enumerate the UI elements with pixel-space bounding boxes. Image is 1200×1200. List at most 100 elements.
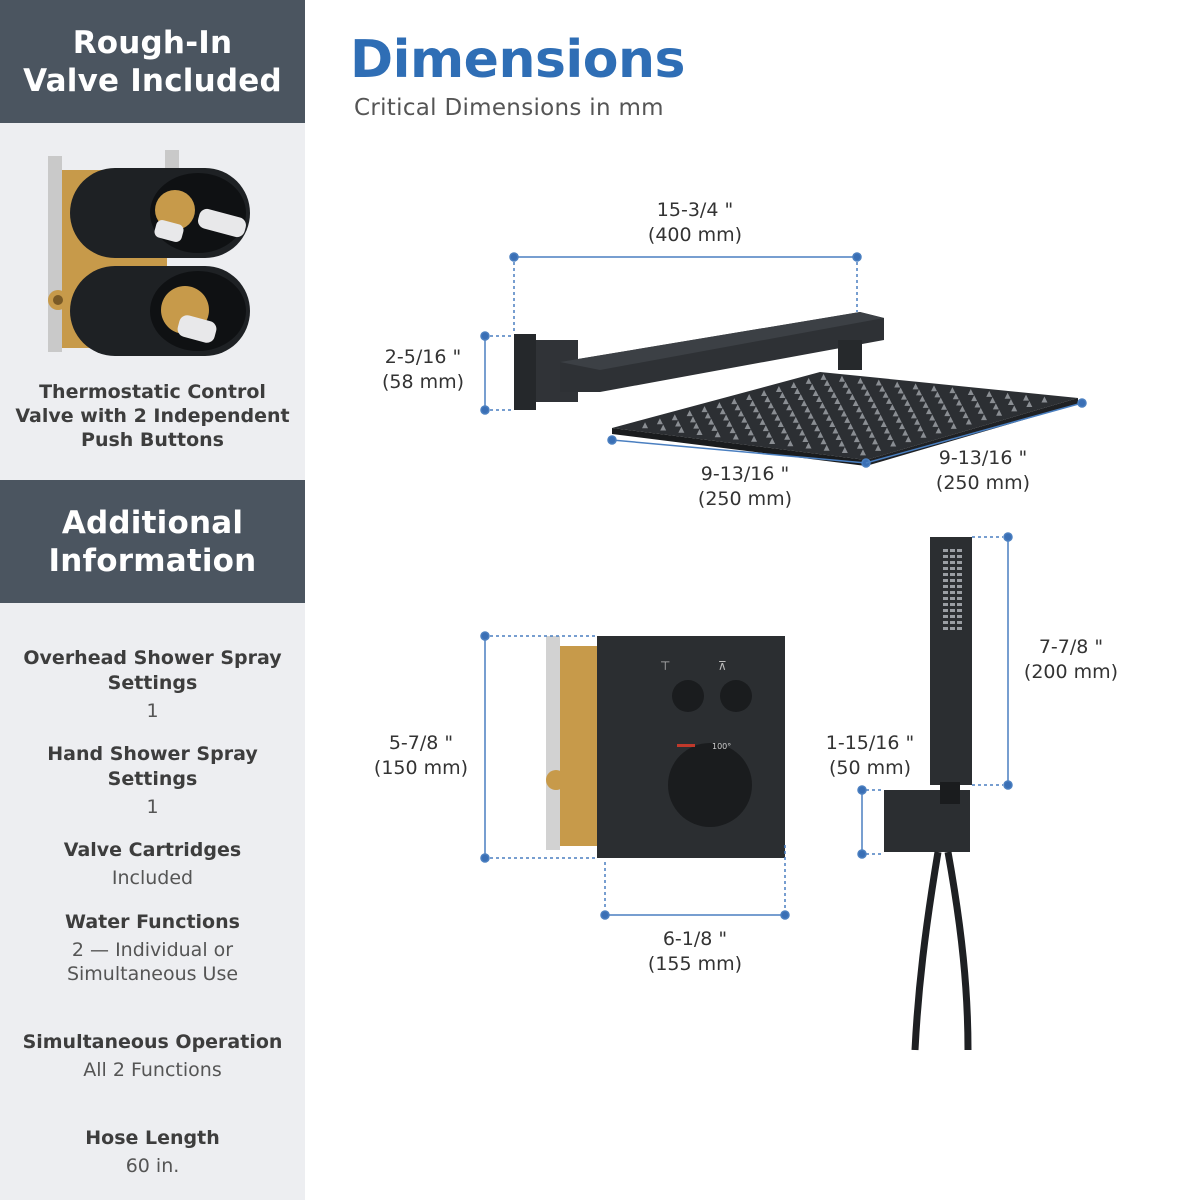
hand-nozzle bbox=[950, 591, 955, 594]
nozzle bbox=[826, 414, 832, 421]
nozzle bbox=[1007, 399, 1014, 406]
dim-imperial: 9-13/16 " bbox=[938, 447, 1028, 469]
nozzle bbox=[723, 414, 730, 421]
hand-nozzle bbox=[957, 579, 962, 582]
hand-nozzle bbox=[950, 579, 955, 582]
dim-imperial: 7-7/8 " bbox=[1038, 636, 1104, 658]
hand-nozzle bbox=[950, 627, 955, 630]
dim-metric: (200 mm) bbox=[1023, 661, 1119, 683]
nozzle bbox=[693, 422, 700, 429]
nozzle bbox=[877, 414, 884, 421]
hand-nozzle bbox=[950, 549, 955, 552]
info-label-line: Overhead Shower Spray bbox=[23, 647, 282, 669]
info-label-line: Settings bbox=[107, 672, 198, 694]
nozzle bbox=[941, 403, 948, 410]
nozzle bbox=[751, 435, 757, 442]
dim-head-depth: 9-13/16 " (250 mm) bbox=[928, 446, 1038, 496]
nozzle bbox=[797, 394, 804, 401]
nozzle bbox=[959, 405, 966, 412]
nozzle bbox=[701, 406, 708, 413]
hand-nozzle bbox=[950, 603, 955, 606]
info-label: Overhead Shower Spray Settings bbox=[0, 646, 305, 696]
nozzle bbox=[779, 392, 786, 399]
nozzle bbox=[986, 390, 993, 397]
nozzle bbox=[811, 418, 817, 425]
nozzle bbox=[860, 383, 867, 390]
nozzle bbox=[832, 427, 839, 434]
nozzle bbox=[974, 401, 981, 408]
hand-nozzle bbox=[950, 573, 955, 576]
nozzle bbox=[817, 431, 824, 438]
hand-nozzle bbox=[957, 597, 962, 600]
dim-metric: (50 mm) bbox=[828, 757, 912, 779]
nozzle bbox=[804, 406, 811, 413]
nozzle bbox=[932, 420, 939, 427]
hand-nozzle bbox=[950, 621, 955, 624]
nozzle bbox=[853, 436, 860, 443]
dim-imperial: 9-13/16 " bbox=[700, 463, 790, 485]
info-value-line: 1 bbox=[146, 796, 159, 818]
nozzle bbox=[874, 408, 881, 415]
hand-nozzle bbox=[957, 621, 962, 624]
nozzle bbox=[812, 389, 819, 396]
info-value-line: 1 bbox=[146, 700, 159, 722]
nozzle bbox=[838, 375, 845, 382]
nozzle bbox=[916, 389, 922, 396]
nozzle bbox=[816, 396, 823, 403]
info-item-cartridges: Valve Cartridges Included bbox=[0, 838, 305, 890]
info-value: 60 in. bbox=[0, 1154, 305, 1178]
info-label-line: Simultaneous Operation bbox=[22, 1031, 283, 1053]
nozzle bbox=[769, 438, 776, 445]
nozzle bbox=[847, 423, 854, 430]
nozzle bbox=[802, 436, 809, 443]
info-label-line: Valve Cartridges bbox=[63, 839, 242, 861]
nozzle bbox=[965, 418, 972, 425]
nozzle bbox=[864, 389, 871, 396]
hand-nozzle bbox=[950, 615, 955, 618]
info-value-line: Simultaneous Use bbox=[66, 963, 239, 985]
valve-caption: Thermostatic Control Valve with 2 Indepe… bbox=[0, 380, 305, 452]
info-value-line: Included bbox=[111, 867, 194, 889]
nozzle bbox=[859, 449, 866, 456]
dim-metric: (250 mm) bbox=[697, 488, 793, 510]
nozzle bbox=[1023, 394, 1030, 401]
nozzle bbox=[789, 410, 796, 417]
nozzle bbox=[734, 404, 741, 411]
info-label-line: Settings bbox=[107, 768, 198, 790]
nozzle bbox=[992, 403, 999, 410]
dim-imperial: 5-7/8 " bbox=[388, 732, 454, 754]
nozzle bbox=[766, 431, 772, 438]
nozzle bbox=[714, 431, 721, 438]
nozzle bbox=[775, 385, 782, 392]
nozzle bbox=[872, 438, 879, 445]
nozzle bbox=[675, 420, 682, 427]
nozzle bbox=[820, 438, 827, 445]
info-value: All 2 Functions bbox=[0, 1058, 305, 1082]
nozzle bbox=[787, 440, 794, 447]
nozzle bbox=[805, 377, 812, 384]
nozzle bbox=[801, 400, 808, 407]
nozzle bbox=[738, 410, 745, 417]
nozzle bbox=[922, 401, 929, 408]
nozzle bbox=[790, 381, 797, 388]
hand-nozzle bbox=[943, 585, 948, 588]
nozzle bbox=[971, 395, 978, 402]
nozzle bbox=[931, 385, 937, 392]
nozzle bbox=[716, 402, 723, 409]
nozzle bbox=[781, 427, 787, 434]
hand-nozzle bbox=[957, 615, 962, 618]
nozzle bbox=[1026, 400, 1033, 407]
info-item-hose-length: Hose Length 60 in. bbox=[0, 1126, 305, 1178]
nozzle bbox=[967, 388, 974, 395]
nozzle bbox=[989, 397, 996, 404]
valve-header-line-1: Rough-In bbox=[72, 24, 233, 61]
nozzle bbox=[782, 398, 789, 405]
info-label-line: Hose Length bbox=[85, 1127, 220, 1149]
dim-imperial: 6-1/8 " bbox=[662, 928, 728, 950]
nozzle bbox=[944, 410, 951, 417]
nozzle bbox=[925, 408, 932, 415]
shower-arm-illustration bbox=[514, 312, 884, 410]
nozzle bbox=[729, 427, 736, 434]
nozzle bbox=[756, 412, 763, 419]
svg-text:⊼: ⊼ bbox=[718, 659, 727, 673]
